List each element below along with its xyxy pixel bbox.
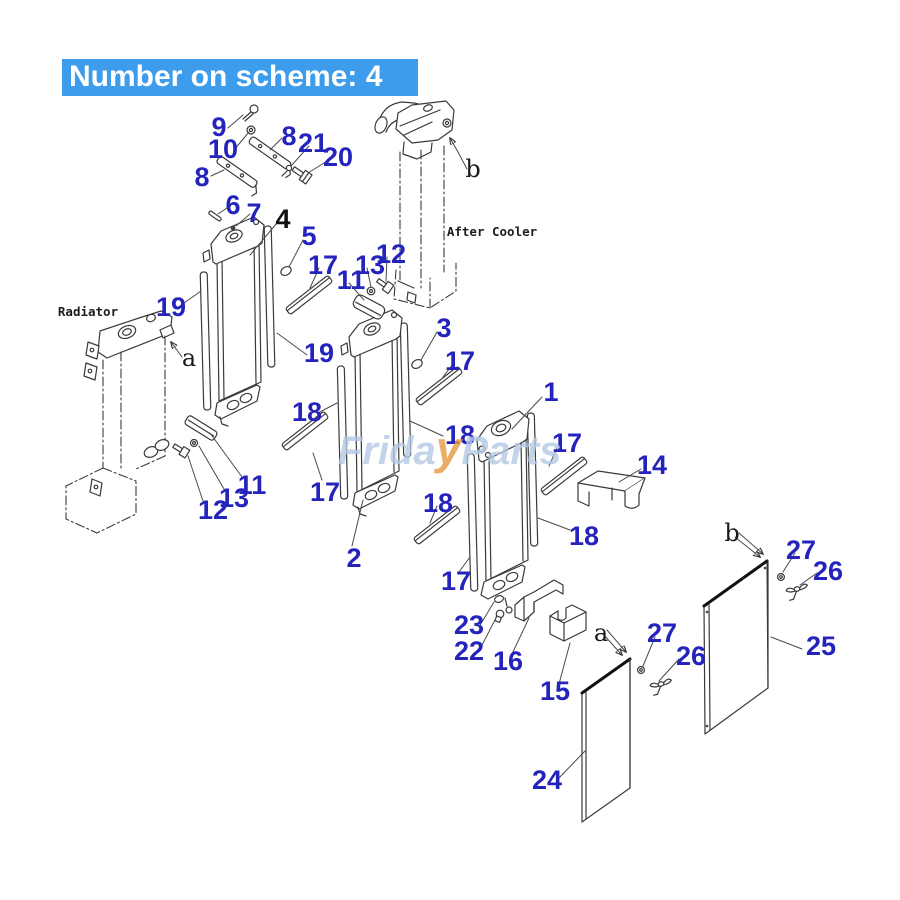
callout: 3 <box>436 313 451 343</box>
diagonal-strips <box>281 275 588 545</box>
callout: 16 <box>493 646 523 676</box>
callout: 23 <box>454 610 484 640</box>
callout: 17 <box>310 477 340 507</box>
bracket-16 <box>514 579 564 622</box>
screw-21 <box>285 164 293 172</box>
scheme-header-title: Number on scheme: 4 <box>69 60 383 93</box>
rivet-7 <box>230 225 236 231</box>
callout: 8 <box>194 162 209 192</box>
callout: 5 <box>301 221 316 251</box>
callout: 1 <box>543 377 558 407</box>
callout: 18 <box>445 420 475 450</box>
callout: 22 <box>454 636 484 666</box>
washer-27-right <box>776 572 785 581</box>
callout: 8 <box>281 121 296 151</box>
radiator-drawing <box>65 310 175 534</box>
wing-bolt-26-right <box>785 583 808 601</box>
callout: 11 <box>337 265 366 295</box>
callout: 13 <box>219 483 249 513</box>
callout: 17 <box>445 346 475 376</box>
callout: 12 <box>376 239 406 269</box>
callout: 25 <box>806 631 836 661</box>
callout: 17 <box>552 428 582 458</box>
bolt-20 <box>291 166 313 185</box>
o-ring-5 <box>280 265 292 277</box>
callout: 9 <box>211 112 226 142</box>
plug-22 <box>494 609 505 623</box>
callout: 20 <box>323 142 353 172</box>
hardware-top <box>208 104 423 370</box>
callout: 26 <box>813 556 843 586</box>
callout: 12 <box>198 495 228 525</box>
washer-27-left <box>636 665 645 674</box>
o-ring-3 <box>411 358 423 370</box>
panels <box>580 559 808 823</box>
callout: 13 <box>355 250 385 280</box>
core-c-drawing <box>466 410 539 614</box>
callout: 19 <box>156 292 186 322</box>
panel-25 <box>702 559 769 735</box>
washer-13-bottom <box>189 438 199 448</box>
callout: 19 <box>304 338 334 368</box>
side-strip-18-right <box>399 322 412 458</box>
callout: 18 <box>292 397 322 427</box>
side-strip-17-left <box>466 453 479 592</box>
callout: 14 <box>637 450 667 480</box>
core-b-drawing <box>336 309 412 517</box>
callout: 18 <box>423 488 453 518</box>
hardware-left <box>172 415 218 459</box>
washer-13-top <box>366 286 376 296</box>
view-arrows <box>171 138 763 655</box>
side-strip-18-right2 <box>526 412 539 547</box>
highlighted-callout-4: 4 <box>275 204 290 234</box>
callout: 26 <box>676 641 706 671</box>
callout: 11 <box>238 470 267 500</box>
side-strip-19-left <box>199 271 212 411</box>
view-letter: b <box>465 155 480 183</box>
callout: 6 <box>225 190 240 220</box>
bracket-8-lower <box>216 156 258 197</box>
callout: 10 <box>208 134 238 164</box>
scheme-header: Number on scheme: 4 <box>62 59 418 96</box>
wing-bolt-26-left <box>649 678 672 696</box>
view-letter: b <box>724 519 739 547</box>
view-letter: a <box>182 344 196 372</box>
core-a-drawing <box>199 216 276 427</box>
bracket-11-bottom <box>184 415 218 441</box>
side-strip-18-left <box>336 365 349 500</box>
pin-6 <box>208 210 222 222</box>
callout: 27 <box>786 535 816 565</box>
side-strip-19-right <box>263 225 276 368</box>
callout: 24 <box>532 765 562 795</box>
o-ring-23 <box>494 595 504 603</box>
callout: 7 <box>246 198 261 228</box>
after-cooler-label: After Cooler <box>447 224 538 239</box>
clamp-15 <box>549 604 587 642</box>
callout: 17 <box>308 250 338 280</box>
screw-9 <box>249 104 259 114</box>
labels: After Cooler Radiator b a a b 4 9 10 8 8… <box>58 112 843 795</box>
callout: 2 <box>346 543 361 573</box>
bolt-12-top <box>376 278 395 295</box>
leader-lines <box>171 114 818 780</box>
callout: 15 <box>540 676 570 706</box>
bracket-11-top <box>352 294 386 320</box>
callout: 27 <box>647 618 677 648</box>
radiator-label: Radiator <box>58 304 119 319</box>
callout: 21 <box>298 128 328 158</box>
clip-14 <box>577 470 646 509</box>
view-letter: a <box>594 619 608 647</box>
after-cooler-drawing <box>374 100 457 309</box>
callout: 17 <box>441 566 471 596</box>
callout: 18 <box>569 521 599 551</box>
panel-24 <box>580 657 632 823</box>
bolt-12-bottom <box>172 443 191 459</box>
